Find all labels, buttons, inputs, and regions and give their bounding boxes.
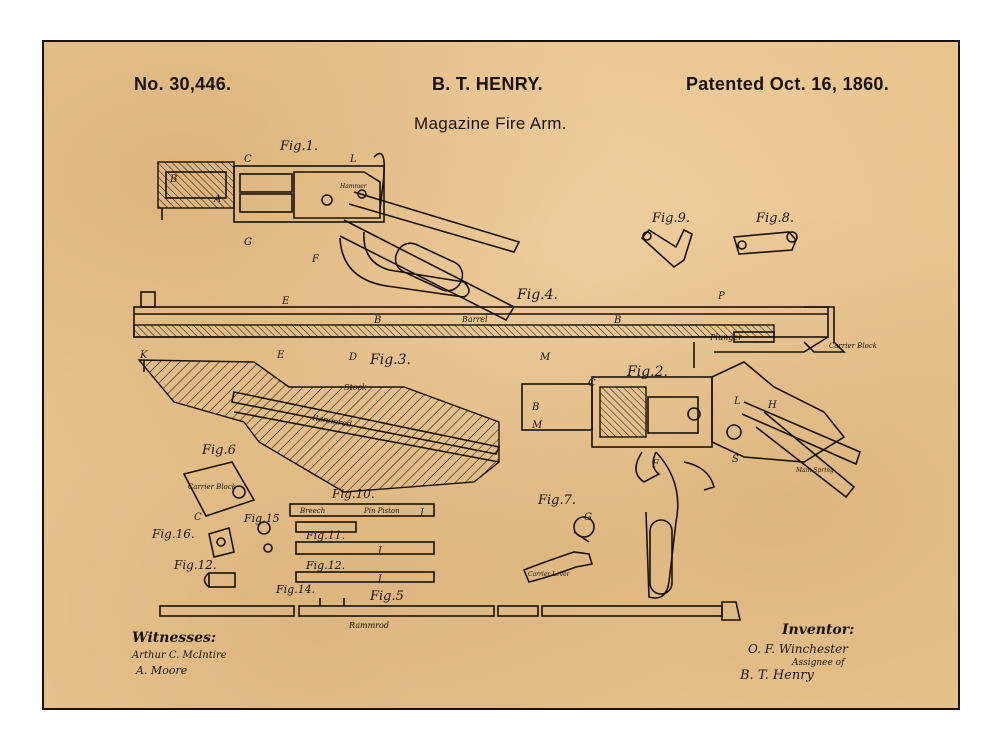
letter-c-2: C bbox=[588, 378, 596, 389]
letter-b-2: B bbox=[613, 315, 621, 326]
letter-m-1: M bbox=[539, 352, 551, 363]
plunger-label: Plunger bbox=[709, 333, 743, 342]
letter-m-2: M bbox=[531, 420, 543, 431]
fig-12b-label: Fig.12. bbox=[305, 559, 345, 572]
figure-5-rammrod bbox=[159, 598, 741, 621]
figure-7-carrier-lever bbox=[522, 516, 595, 583]
witness-signature-2: A. Moore bbox=[136, 664, 188, 677]
fig-9-label: Fig.9. bbox=[651, 211, 690, 226]
figure-3-stock bbox=[137, 359, 501, 493]
witnesses-label: Witnesses: bbox=[132, 630, 217, 646]
fig-5-label: Fig.5 bbox=[369, 589, 404, 604]
patent-sheet: No. 30,446. B. T. HENRY. Patented Oct. 1… bbox=[42, 40, 960, 710]
main-spring-label: Main Spring bbox=[795, 467, 834, 474]
fig-8-label: Fig.8. bbox=[755, 211, 794, 226]
inventor-signature-1: O. F. Winchester bbox=[748, 642, 848, 656]
patent-title: Magazine Fire Arm. bbox=[414, 114, 567, 133]
barrel-label: Barrel bbox=[461, 315, 488, 324]
figure-6-carrier-block bbox=[182, 461, 256, 588]
breech-label: Breech bbox=[299, 507, 325, 515]
fig-16-label: Fig.16. bbox=[151, 527, 195, 541]
letter-e-2: E bbox=[276, 350, 285, 361]
letter-h: H bbox=[767, 400, 777, 411]
fig-2-label: Fig.2. bbox=[626, 364, 668, 380]
letter-i-1: I bbox=[419, 508, 425, 519]
fig-3-label: Fig.3. bbox=[369, 352, 411, 368]
letter-i-2: I bbox=[377, 546, 383, 557]
letter-a-1: A bbox=[213, 194, 221, 205]
letter-b-3: B bbox=[169, 174, 177, 185]
letter-f-1: F bbox=[311, 254, 320, 265]
letter-l-1: L bbox=[349, 154, 357, 165]
stock-label: Stock bbox=[344, 383, 367, 392]
rammrod-small-label: Rammrod bbox=[348, 621, 389, 630]
letter-g-2: G bbox=[584, 512, 592, 523]
letter-f-2: F bbox=[651, 459, 660, 470]
fig-12a-label: Fig.12. bbox=[173, 558, 217, 572]
fig-14-label: Fig.14. bbox=[275, 583, 315, 596]
letter-b-1: B bbox=[373, 315, 381, 326]
fig-1-label: Fig.1. bbox=[279, 139, 318, 154]
inventor-label: Inventor: bbox=[782, 622, 855, 638]
letter-c-3: C bbox=[194, 512, 202, 523]
figure-2-action bbox=[521, 361, 861, 599]
hammer-label: Hammer bbox=[339, 183, 368, 190]
inventor-name: B. T. HENRY. bbox=[432, 74, 543, 94]
patent-date: Patented Oct. 16, 1860. bbox=[686, 74, 889, 94]
pin-piston-label: Pin Piston bbox=[363, 507, 400, 515]
letter-e-1: E bbox=[281, 296, 290, 307]
carrier-block-label: Carrier Block bbox=[829, 342, 877, 350]
letter-c-1: C bbox=[244, 154, 252, 165]
fig-7-label: Fig.7. bbox=[537, 493, 576, 508]
letter-d: D bbox=[348, 352, 357, 363]
inventor-signature-3: B. T. Henry bbox=[740, 668, 814, 683]
letter-s: S bbox=[732, 454, 739, 465]
fig-11-label: Fig.11. bbox=[305, 529, 345, 542]
letter-k: K bbox=[139, 350, 148, 361]
fig-15-label: Fig.15 bbox=[243, 512, 280, 525]
figure-1-receiver bbox=[157, 152, 521, 322]
letter-p: P bbox=[717, 291, 725, 302]
inventor-signature-2: Assignee of bbox=[792, 658, 845, 668]
letter-g-1: G bbox=[244, 237, 252, 248]
letter-i-3: I bbox=[377, 574, 383, 585]
fig-4-label: Fig.4. bbox=[516, 287, 558, 303]
carrier-block-small-label: Carrier Block bbox=[188, 483, 236, 491]
letter-l-2: L bbox=[733, 396, 741, 407]
carrier-lever-label: Carrier Lever bbox=[528, 571, 571, 578]
letter-b-4: B bbox=[531, 402, 539, 413]
figure-10-11-bars bbox=[257, 503, 435, 583]
figure-4-barrel bbox=[133, 291, 846, 368]
figure-8-9-parts bbox=[640, 228, 798, 269]
fig-10-label: Fig.10. bbox=[331, 487, 375, 501]
patent-number: No. 30,446. bbox=[134, 74, 232, 94]
patent-drawing: Fig.1. Fig.4. Fig.3. Fig.2. Fig.9. Fig.8… bbox=[133, 139, 877, 630]
witness-signature-1: Arthur C. McIntire bbox=[132, 650, 227, 661]
fig-6-label: Fig.6 bbox=[201, 443, 236, 458]
